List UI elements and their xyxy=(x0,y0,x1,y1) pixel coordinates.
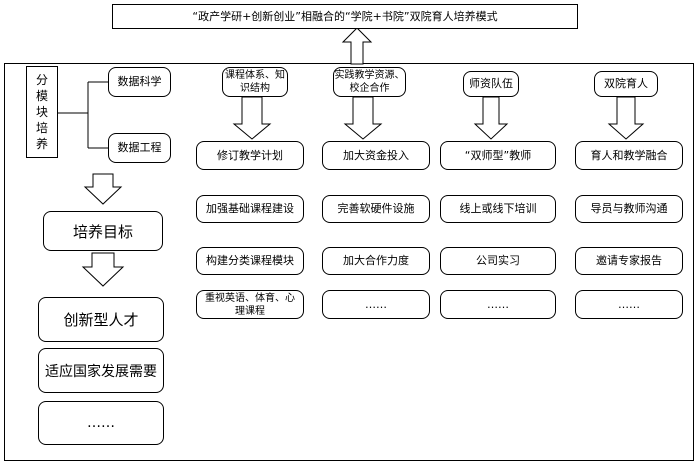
col2-item-3: 加大合作力度 xyxy=(322,247,430,275)
down-arrow-to-outcomes xyxy=(81,252,125,287)
col4-item-4: …… xyxy=(575,290,683,319)
col4-item-1: 育人和教学融合 xyxy=(575,141,683,170)
down-arrow-col-4 xyxy=(607,96,645,140)
header-practice-resources: 实践教学资源、校企合作 xyxy=(333,67,406,97)
col1-item-3: 构建分类课程模块 xyxy=(196,247,304,275)
outcome-innovative-talent: 创新型人才 xyxy=(38,297,164,342)
outcome-ellipsis: …… xyxy=(38,401,164,445)
down-arrow-col-1 xyxy=(232,96,272,140)
outcome-national-needs: 适应国家发展需要 xyxy=(38,348,164,393)
col1-item-2: 加强基础课程建设 xyxy=(196,195,304,223)
col3-item-1: “双师型”教师 xyxy=(440,141,556,170)
col2-item-2: 完善软硬件设施 xyxy=(322,195,430,223)
down-arrow-col-2 xyxy=(343,96,383,140)
up-arrow-to-title xyxy=(341,27,373,65)
branch-data-science: 数据科学 xyxy=(108,67,171,97)
branch-connector xyxy=(58,81,108,149)
col3-item-4: …… xyxy=(440,290,556,319)
header-dual-college: 双院育人 xyxy=(594,71,658,97)
goal-box: 培养目标 xyxy=(43,211,163,251)
header-faculty: 师资队伍 xyxy=(463,71,519,97)
col2-item-1: 加大资金投入 xyxy=(322,141,430,170)
col1-item-4: 重视英语、体育、心理课程 xyxy=(196,290,304,319)
diagram-title: “政产学研+创新创业”相融合的“学院+书院”双院育人培养模式 xyxy=(112,4,578,29)
col3-item-3: 公司实习 xyxy=(440,247,556,275)
down-arrow-to-goal xyxy=(83,173,123,205)
header-curriculum: 课程体系、知识结构 xyxy=(222,67,288,97)
col4-item-3: 邀请专家报告 xyxy=(575,247,683,275)
branch-data-engineering: 数据工程 xyxy=(108,133,171,163)
down-arrow-col-3 xyxy=(473,96,509,140)
col4-item-2: 导员与教师沟通 xyxy=(575,195,683,223)
outer-frame xyxy=(4,63,694,461)
col2-item-4: …… xyxy=(322,290,430,319)
module-label-box: 分模块培养 xyxy=(26,66,58,158)
col3-item-2: 线上或线下培训 xyxy=(440,195,556,223)
col1-item-1: 修订教学计划 xyxy=(196,141,304,170)
